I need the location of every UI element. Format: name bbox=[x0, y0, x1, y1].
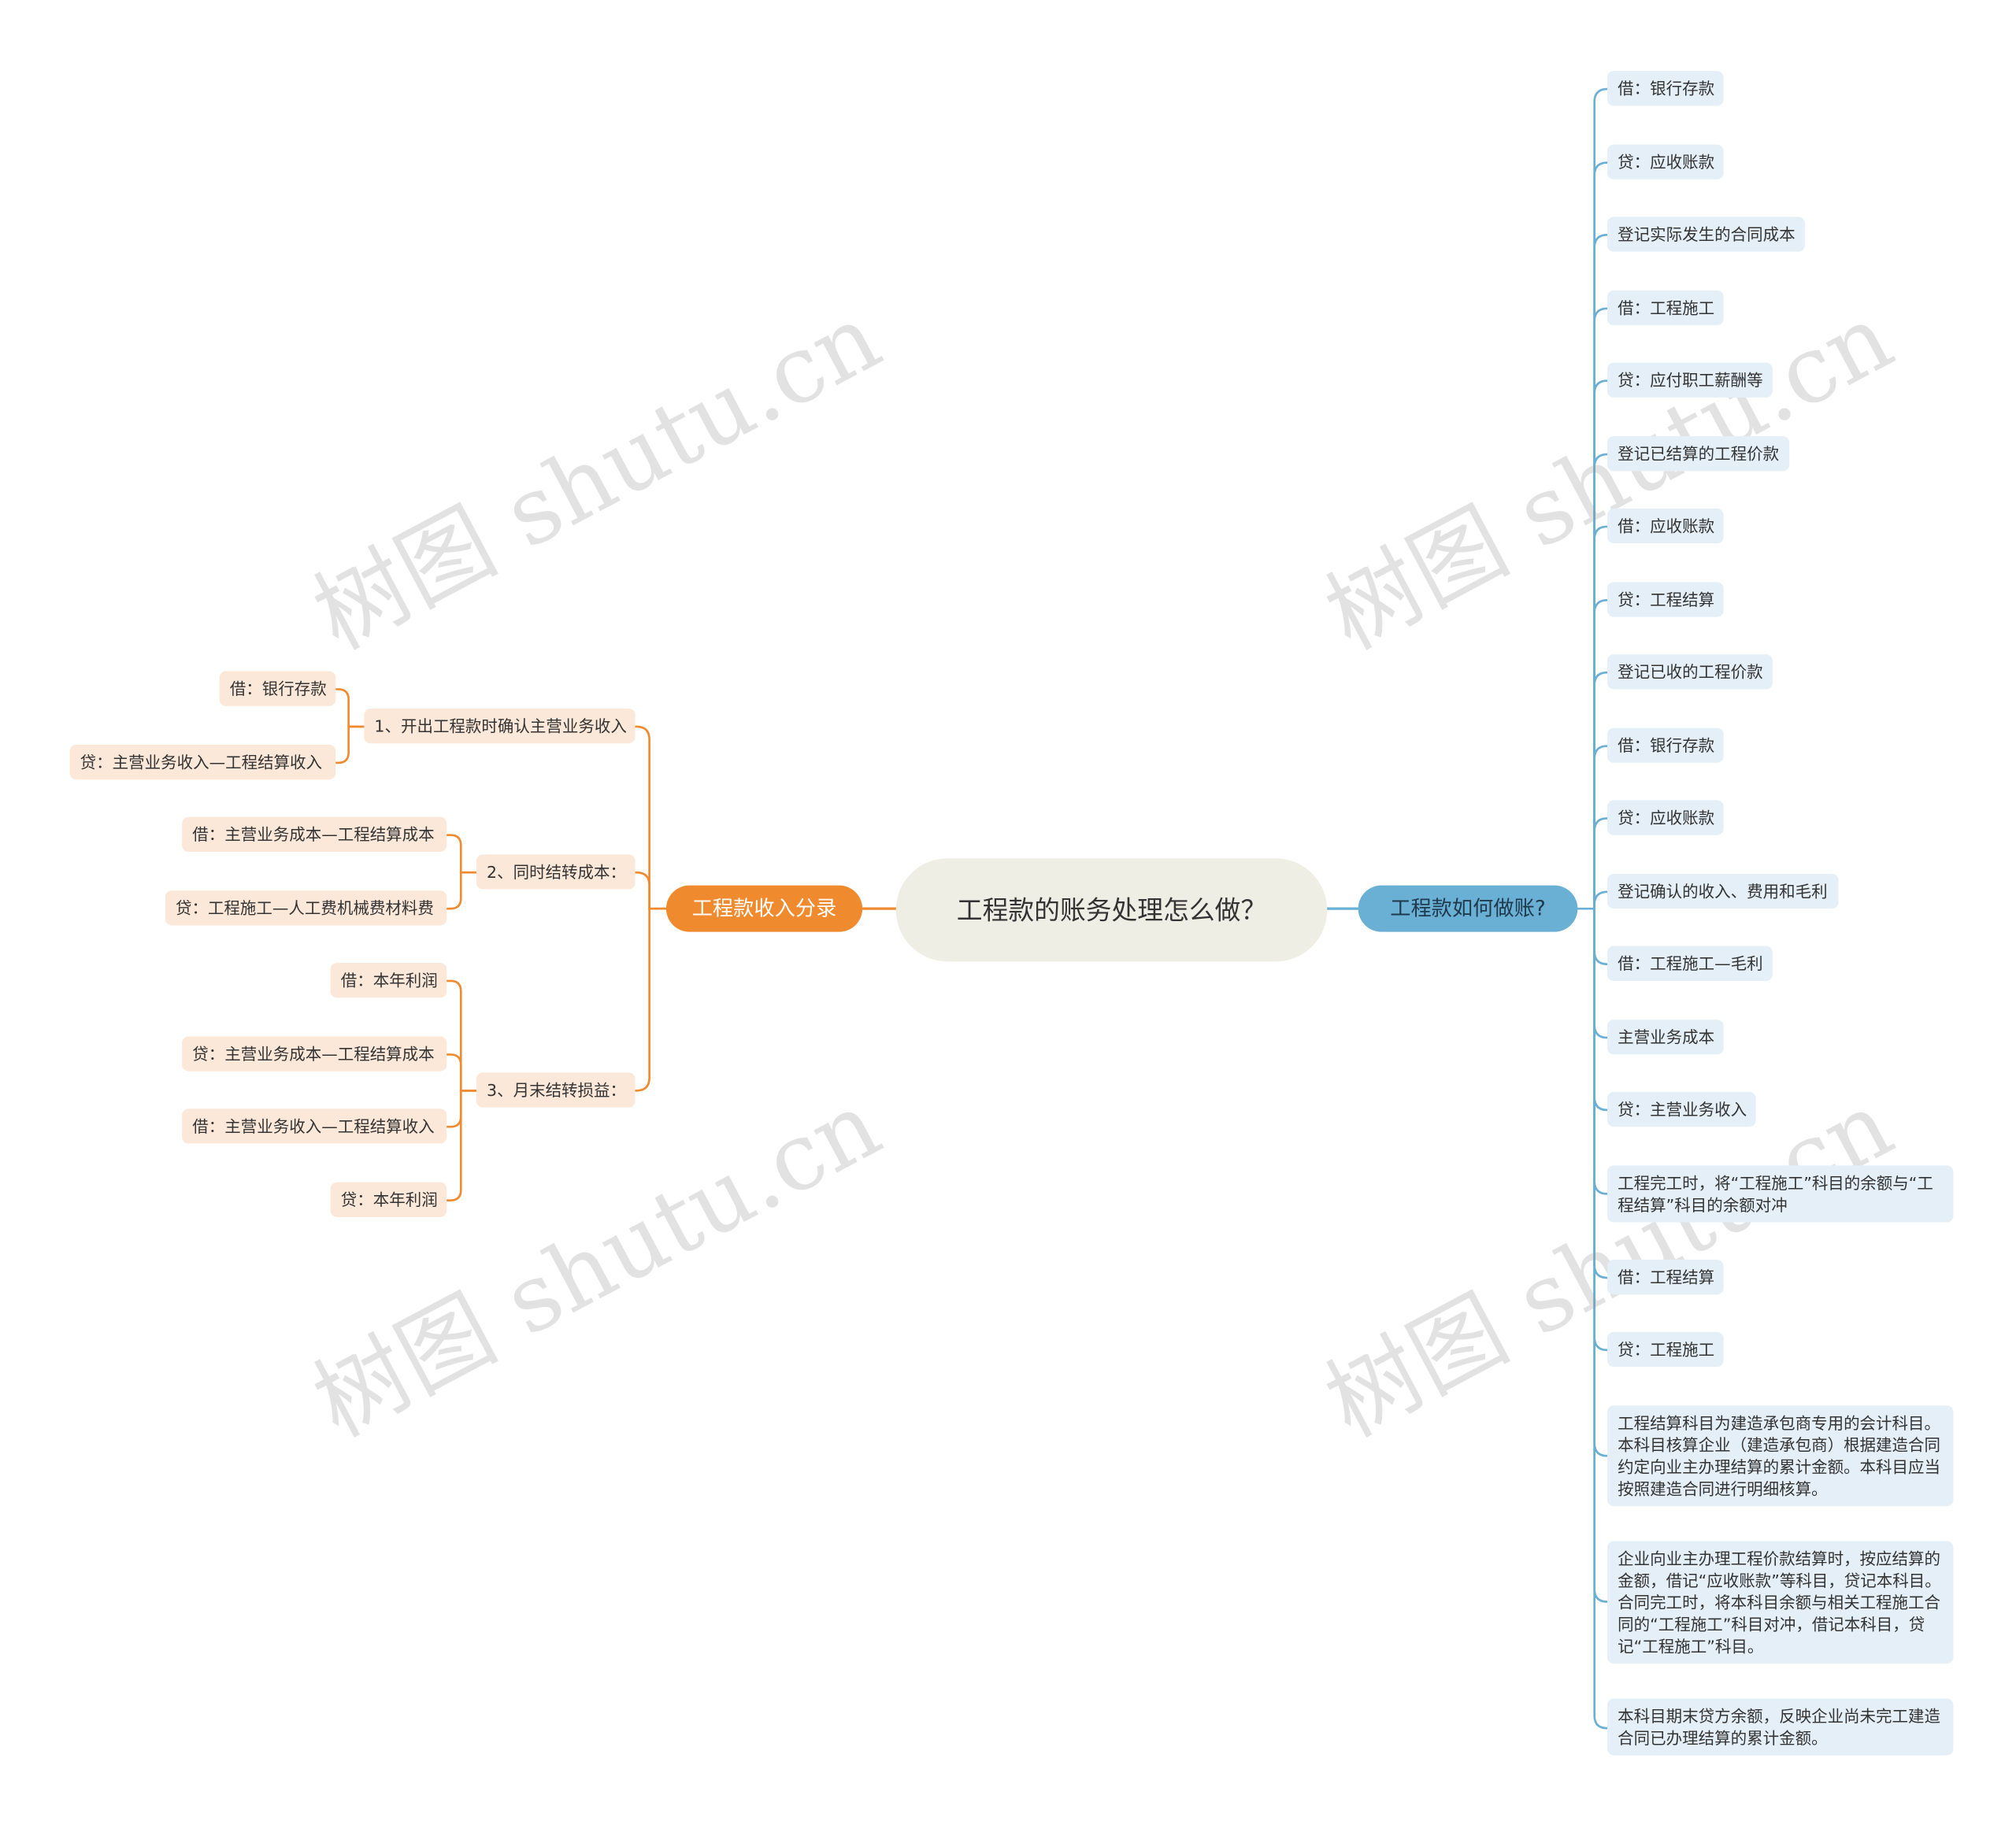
central-topic[interactable]: 工程款的账务处理怎么做？ bbox=[895, 858, 1328, 962]
right-leaf[interactable]: 借：应收账款 bbox=[1607, 508, 1724, 544]
connector-line bbox=[1593, 907, 1609, 1039]
right-leaf[interactable]: 主营业务成本 bbox=[1607, 1020, 1724, 1055]
right-leaf[interactable]: 工程结算科目为建造承包商专用的会计科目。本科目核算企业（建造承包商）根据建造合同… bbox=[1607, 1405, 1954, 1507]
connector-line bbox=[445, 979, 478, 1092]
right-leaf[interactable]: 登记已结算的工程价款 bbox=[1607, 436, 1790, 472]
connector-line bbox=[634, 725, 668, 910]
right-leaf[interactable]: 登记实际发生的合同成本 bbox=[1607, 217, 1805, 252]
connector-line bbox=[1593, 161, 1609, 910]
right-leaf[interactable]: 贷：主营业务收入 bbox=[1607, 1091, 1756, 1127]
connector-line bbox=[634, 907, 668, 1092]
connector-line bbox=[1593, 87, 1609, 910]
left-leaf[interactable]: 借：银行存款 bbox=[219, 671, 336, 706]
right-leaf[interactable]: 登记已收的工程价款 bbox=[1607, 654, 1773, 690]
connector-line bbox=[1593, 907, 1609, 1457]
left-leaf[interactable]: 借：主营业务成本—工程结算成本 bbox=[182, 816, 447, 853]
left-leaf[interactable]: 贷：本年利润 bbox=[330, 1182, 447, 1217]
right-leaf[interactable]: 企业向业主办理工程价款结算时，按应结算的金额，借记“应收账款”等科目，贷记本科目… bbox=[1607, 1541, 1954, 1664]
left-group-1[interactable]: 1、开出工程款时确认主营业务收入 bbox=[364, 709, 636, 744]
connector-line bbox=[1593, 234, 1609, 910]
right-leaf[interactable]: 贷：应付职工薪酬等 bbox=[1607, 362, 1773, 398]
connector-line bbox=[445, 834, 478, 874]
connector-line bbox=[1593, 907, 1609, 1730]
left-leaf[interactable]: 贷：主营业务收入—工程结算收入 bbox=[69, 744, 336, 780]
right-leaf[interactable]: 借：工程施工—毛利 bbox=[1607, 946, 1773, 981]
connector-line bbox=[1593, 890, 1609, 910]
right-leaf[interactable]: 登记确认的收入、费用和毛利 bbox=[1607, 873, 1839, 909]
right-leaf[interactable]: 本科目期末贷方余额，反映企业尚未完工建造合同已办理结算的累计金额。 bbox=[1607, 1698, 1954, 1756]
left-leaf[interactable]: 贷：主营业务成本—工程结算成本 bbox=[182, 1036, 447, 1072]
left-group-2[interactable]: 2、同时结转成本： bbox=[476, 854, 636, 890]
left-leaf[interactable]: 借：主营业务收入—工程结算收入 bbox=[182, 1109, 447, 1144]
connector-line bbox=[334, 688, 365, 728]
branch-income-entries[interactable]: 工程款收入分录 bbox=[665, 885, 863, 932]
right-leaf[interactable]: 借：工程结算 bbox=[1607, 1260, 1724, 1295]
connector-line bbox=[334, 725, 365, 764]
connector-line bbox=[634, 871, 668, 910]
branch-how-to-book[interactable]: 工程款如何做账? bbox=[1358, 885, 1578, 932]
connector-line bbox=[1593, 599, 1609, 910]
right-leaf[interactable]: 贷：应收账款 bbox=[1607, 800, 1724, 835]
connector-line bbox=[1593, 907, 1609, 965]
connector-line bbox=[1593, 907, 1609, 1112]
left-leaf[interactable]: 借：本年利润 bbox=[330, 962, 447, 998]
connector-line bbox=[1593, 907, 1609, 1603]
connector-line bbox=[445, 1089, 478, 1201]
right-leaf[interactable]: 借：工程施工 bbox=[1607, 290, 1724, 326]
connector-line bbox=[1593, 745, 1609, 910]
left-leaf[interactable]: 贷：工程施工—人工费机械费材料费 bbox=[165, 890, 447, 926]
connector-line bbox=[1593, 525, 1609, 910]
connector-line bbox=[1593, 379, 1609, 910]
right-leaf[interactable]: 贷：工程结算 bbox=[1607, 582, 1724, 617]
connector-line bbox=[1593, 817, 1609, 910]
connector-line bbox=[1593, 307, 1609, 910]
right-leaf[interactable]: 工程完工时，将“工程施工”科目的余额与“工程结算”科目的余额对冲 bbox=[1607, 1165, 1954, 1223]
right-leaf[interactable]: 借：银行存款 bbox=[1607, 727, 1724, 763]
connector-line bbox=[1593, 907, 1609, 1352]
connector-line bbox=[1593, 907, 1609, 1195]
right-leaf[interactable]: 贷：应收账款 bbox=[1607, 144, 1724, 180]
connector-line bbox=[1593, 453, 1609, 910]
left-group-3[interactable]: 3、月末结转损益： bbox=[476, 1072, 636, 1108]
connector-line bbox=[1593, 671, 1609, 910]
connector-line bbox=[445, 871, 478, 910]
connector-line bbox=[445, 1053, 478, 1092]
right-leaf[interactable]: 借：银行存款 bbox=[1607, 71, 1724, 106]
right-leaf[interactable]: 贷：工程施工 bbox=[1607, 1331, 1724, 1368]
